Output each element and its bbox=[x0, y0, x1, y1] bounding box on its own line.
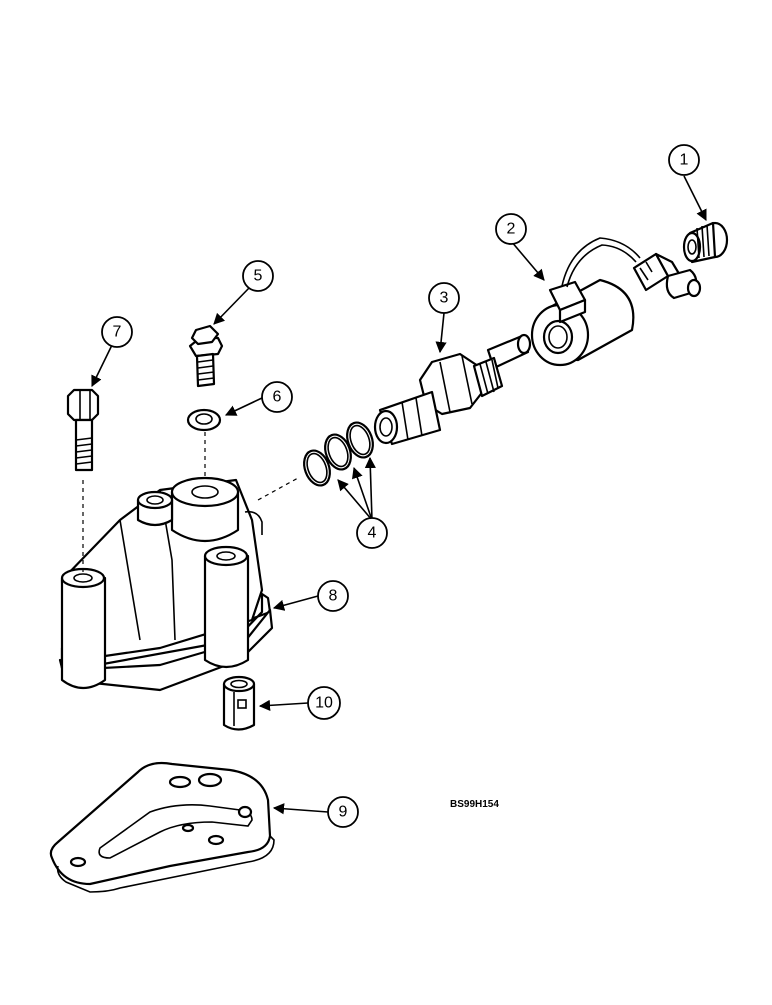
cartridge-valve-part bbox=[373, 333, 532, 446]
callout-5: 5 bbox=[242, 260, 274, 292]
callout-2: 2 bbox=[495, 213, 527, 245]
flange-bolt-part bbox=[188, 324, 224, 388]
reference-code: BS99H154 bbox=[450, 799, 499, 810]
connector-cap-part bbox=[682, 221, 729, 264]
valve-housing-part bbox=[58, 476, 274, 692]
leader-lines bbox=[91, 175, 707, 815]
callout-label: 5 bbox=[254, 268, 263, 285]
roll-pin-part bbox=[222, 675, 256, 731]
solenoid-coil-part bbox=[530, 237, 702, 367]
callout-9: 9 bbox=[327, 796, 359, 828]
alignment-lines bbox=[82, 432, 299, 574]
hex-bolt-part bbox=[66, 388, 100, 472]
callout-label: 4 bbox=[368, 525, 377, 542]
callout-7: 7 bbox=[101, 316, 133, 348]
callout-1: 1 bbox=[668, 144, 700, 176]
callout-label: 6 bbox=[273, 389, 282, 406]
callout-label: 1 bbox=[680, 152, 689, 169]
callout-label: 8 bbox=[329, 588, 338, 605]
callout-3: 3 bbox=[428, 282, 460, 314]
gasket-part bbox=[49, 761, 275, 893]
callout-label: 3 bbox=[440, 290, 449, 307]
callout-8: 8 bbox=[317, 580, 349, 612]
callout-label: 10 bbox=[315, 695, 333, 712]
callout-label: 9 bbox=[339, 804, 348, 821]
o-rings-part bbox=[303, 421, 374, 487]
callout-label: 2 bbox=[507, 221, 516, 238]
washer-part bbox=[186, 408, 222, 432]
callout-10: 10 bbox=[307, 686, 341, 720]
callout-6: 6 bbox=[261, 381, 293, 413]
callout-label: 7 bbox=[113, 324, 122, 341]
callout-4: 4 bbox=[356, 517, 388, 549]
